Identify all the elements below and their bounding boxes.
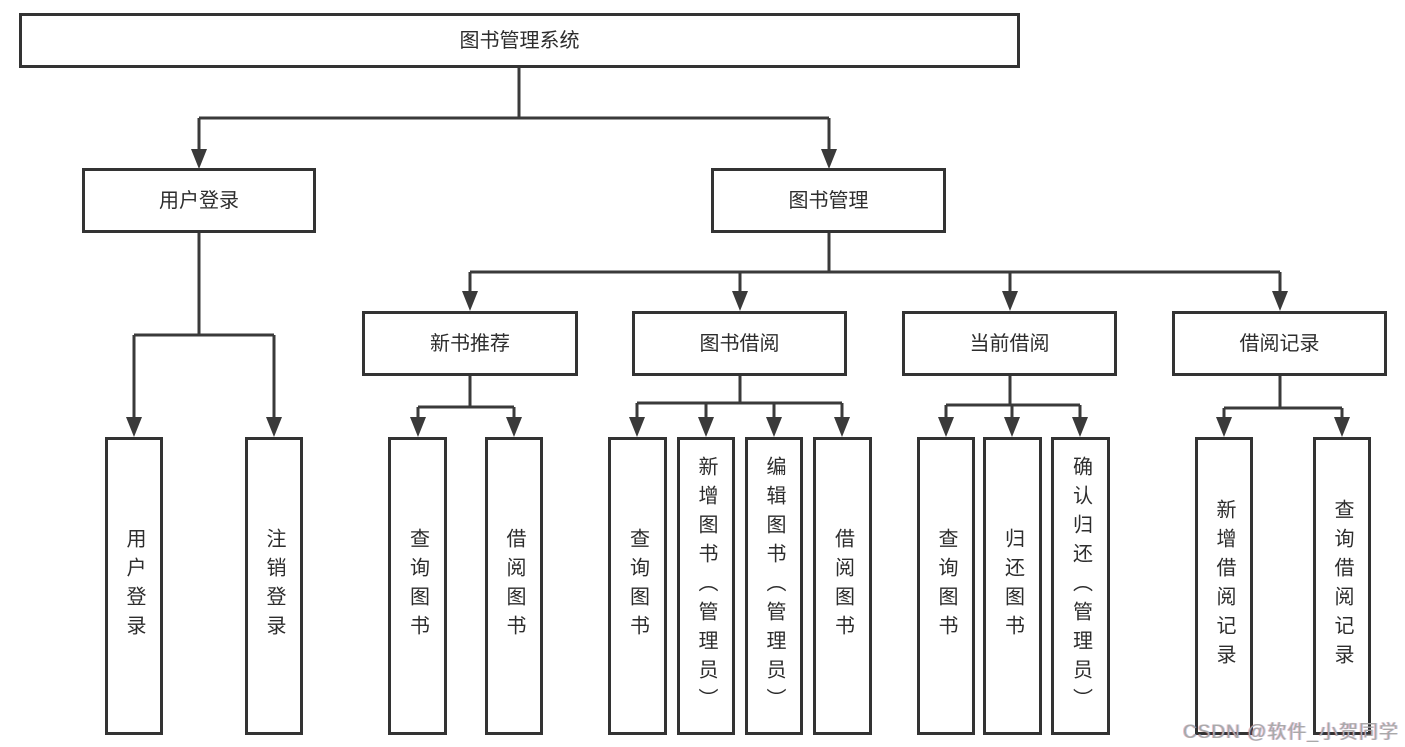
arrow-down-icon [410,417,426,437]
node-user-login: 用户登录 [82,168,316,233]
arrow-down-icon [266,417,282,437]
leaf-add-book-admin: 新增图书（管理员） [677,437,735,735]
leaf-query-books-borrow: 查询图书 [608,437,667,735]
arrow-down-icon [766,417,782,437]
arrow-down-icon [698,417,714,437]
leaf-borrow-books: 借阅图书 [813,437,872,735]
leaf-add-borrow-record: 新增借阅记录 [1195,437,1253,735]
arrow-down-icon [834,417,850,437]
connector-current-borrow-children [938,376,1088,437]
connector-new-book-children [410,376,522,437]
arrow-down-icon [1002,291,1018,311]
leaf-query-borrow-record: 查询借阅记录 [1313,437,1371,735]
node-borrowing-records: 借阅记录 [1172,311,1387,376]
arrow-down-icon [1072,417,1088,437]
node-book-management: 图书管理 [711,168,946,233]
arrow-down-icon [938,417,954,437]
arrow-down-icon [732,291,748,311]
leaf-return-book: 归还图书 [983,437,1042,735]
leaf-logout: 注销登录 [245,437,303,735]
arrow-down-icon [821,149,837,169]
node-library-system: 图书管理系统 [19,13,1020,68]
connector-root-to-level2 [191,68,837,169]
node-current-borrowing: 当前借阅 [902,311,1117,376]
leaf-query-books-new: 查询图书 [388,437,447,735]
connector-borrow-records-children [1216,376,1350,437]
arrow-down-icon [1216,417,1232,437]
node-new-book-recommendation: 新书推荐 [362,311,578,376]
arrow-down-icon [191,149,207,169]
connector-user-login-children [126,233,282,437]
arrow-down-icon [1004,417,1020,437]
arrow-down-icon [462,291,478,311]
node-book-borrowing: 图书借阅 [632,311,847,376]
leaf-borrow-books-new: 借阅图书 [485,437,543,735]
leaf-confirm-return-admin: 确认归还（管理员） [1051,437,1110,735]
arrow-down-icon [1334,417,1350,437]
connector-book-management-children [462,233,1288,311]
arrow-down-icon [506,417,522,437]
csdn-watermark: CSDN @软件_小贺同学 [1183,722,1399,743]
leaf-edit-book-admin: 编辑图书（管理员） [745,437,803,735]
arrow-down-icon [126,417,142,437]
arrow-down-icon [1272,291,1288,311]
leaf-user-login: 用户登录 [105,437,163,735]
arrow-down-icon [629,417,645,437]
connector-book-borrow-children [629,376,850,437]
leaf-query-books-current: 查询图书 [917,437,975,735]
